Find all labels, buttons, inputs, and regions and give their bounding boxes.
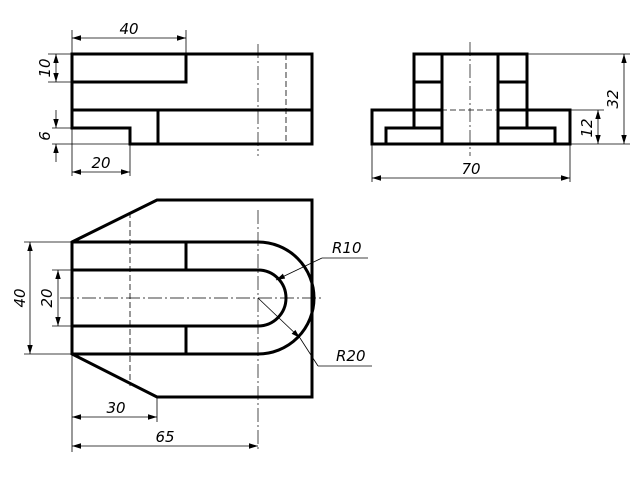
dim-label-12: 12	[578, 118, 596, 137]
top-view-outline	[70, 198, 314, 399]
dim-label-32: 32	[604, 89, 622, 108]
leader-line-r20	[257, 297, 301, 339]
side-view: 70 32 12	[370, 42, 630, 182]
dim-label-20: 20	[91, 154, 110, 172]
dim-label-10: 10	[36, 58, 54, 77]
side-view-outline	[370, 52, 572, 146]
dim-label-r10: R10	[332, 239, 362, 257]
front-view-body	[70, 52, 314, 146]
dim-label-30: 30	[106, 399, 125, 417]
dim-label-65: 65	[155, 428, 174, 446]
front-view-outline	[70, 52, 188, 84]
dim-label-40-vertical: 40	[11, 288, 29, 307]
leader-line	[299, 337, 319, 367]
dim-label-r20: R20	[336, 347, 366, 365]
leader-line-r10	[275, 257, 323, 281]
dim-label-40: 40	[119, 20, 138, 38]
top-view: R10 R20 40 20 30 65	[11, 198, 372, 452]
front-view: 40 10 6 20	[36, 20, 314, 176]
side-view-base-step	[384, 126, 557, 144]
dim-label-6: 6	[36, 131, 54, 141]
dim-label-70: 70	[461, 160, 480, 178]
dim-label-20-vertical: 20	[38, 288, 56, 307]
